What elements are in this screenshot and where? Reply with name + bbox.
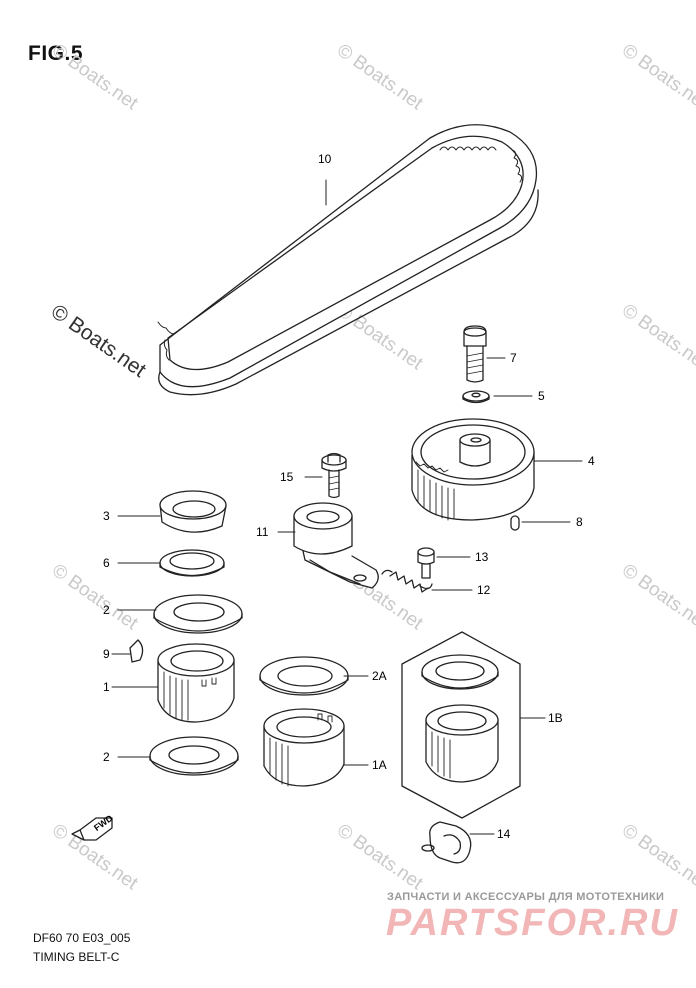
key-9 (129, 639, 144, 663)
callout-5: 5 (538, 389, 545, 403)
plate-2a (259, 656, 349, 696)
spring-12 (381, 569, 433, 593)
callout-11: 11 (256, 525, 269, 539)
bolt-7 (463, 325, 487, 383)
callout-6: 6 (103, 556, 110, 570)
bolt-15 (321, 452, 347, 499)
washer-5 (462, 390, 490, 404)
callout-1a: 1A (372, 758, 387, 772)
figure-title: FIG.5 (28, 42, 84, 65)
clamp-14 (421, 821, 472, 864)
fwd-arrow-icon (71, 817, 113, 841)
callout-8: 8 (576, 515, 583, 529)
assembly-1b (401, 631, 521, 819)
callout-2a: 2A (372, 669, 387, 683)
callout-7: 7 (510, 351, 517, 365)
leader-lines (111, 179, 583, 835)
diagram-name: TIMING BELT-C (33, 950, 120, 964)
timing-belt (157, 124, 539, 396)
callout-15: 15 (280, 470, 294, 484)
washer-6 (159, 549, 225, 577)
brand-tagline: ЗАПЧАСТИ И АКСЕССУАРЫ ДЛЯ МОТОТЕХНИКИ (387, 891, 665, 903)
callout-3: 3 (103, 509, 110, 523)
seal-3 (159, 490, 227, 533)
callout-13: 13 (475, 550, 489, 564)
callout-14: 14 (497, 827, 511, 841)
callout-4: 4 (588, 454, 595, 468)
callout-2-top: 2 (103, 603, 110, 617)
bolt-13 (417, 547, 435, 579)
callout-9: 9 (103, 647, 110, 661)
brand-logo: PARTSFOR.RU (386, 902, 679, 944)
callout-10: 10 (318, 152, 332, 166)
pin-8 (510, 515, 520, 531)
diagram-code: DF60 70 E03_005 (33, 931, 131, 945)
pulley-1a (263, 708, 345, 787)
camshaft-pulley (411, 418, 535, 521)
plate-2-bottom (149, 736, 239, 776)
callout-12: 12 (477, 583, 491, 597)
callout-2-bottom: 2 (103, 750, 110, 764)
tensioner-11 (293, 502, 379, 589)
callout-1b: 1B (548, 711, 563, 725)
callout-1: 1 (103, 680, 110, 694)
plate-2-top (153, 594, 243, 634)
crank-pulley-1 (157, 643, 235, 723)
